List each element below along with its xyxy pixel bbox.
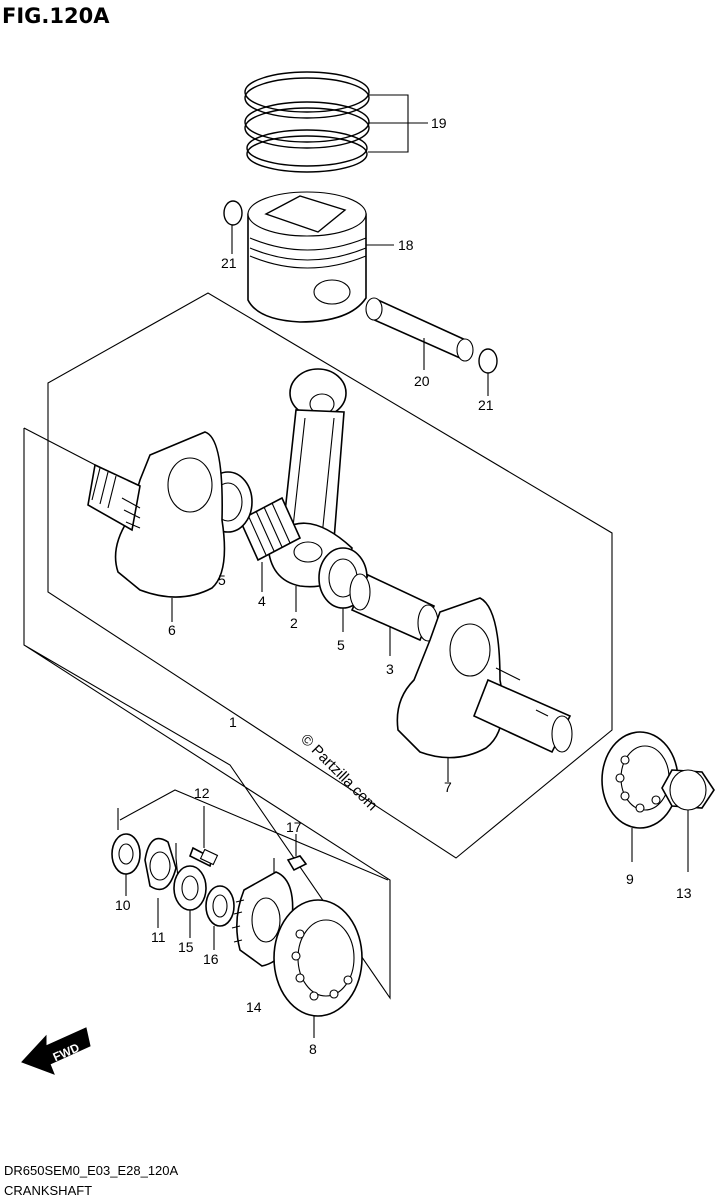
watermark-text: © Partzilla.com	[297, 731, 380, 814]
piston-pin	[365, 297, 474, 370]
callout-12: 12	[194, 785, 210, 801]
callout-7: 7	[444, 779, 452, 795]
callout-19: 19	[431, 115, 447, 131]
callout-18: 18	[398, 237, 414, 253]
oil-pump-gear-bolt	[175, 806, 219, 879]
balancer-gear-plate	[144, 837, 177, 928]
callout-2: 2	[290, 615, 298, 631]
crankshaft-spacer	[173, 865, 207, 938]
crankpin-bearing	[238, 496, 302, 592]
crankshaft-shim	[205, 885, 235, 950]
callout-15: 15	[178, 939, 194, 955]
callout-16: 16	[203, 951, 219, 967]
piston-pin-circlip-left	[223, 200, 243, 254]
forward-direction-arrow: FWD	[21, 1027, 91, 1075]
crankshaft-assembly-box	[23, 292, 613, 1000]
callout-4: 4	[258, 593, 266, 609]
callout-5-left: 5	[218, 572, 226, 588]
crank-pin	[349, 573, 439, 656]
figure-title: FIG.120A	[2, 4, 110, 28]
callout-13: 13	[676, 885, 692, 901]
figure-code: DR650SEM0_E03_E28_120A	[4, 1163, 179, 1178]
piston	[247, 191, 394, 323]
callout-21-right: 21	[478, 397, 494, 413]
crankshaft-spacer-washer	[111, 833, 141, 896]
crankshaft-nut	[661, 769, 715, 872]
crankshaft-left-half	[87, 431, 226, 622]
crankshaft-right-half	[396, 597, 573, 782]
callout-20: 20	[414, 373, 430, 389]
callout-10: 10	[115, 897, 131, 913]
callout-3: 3	[386, 661, 394, 677]
figure-name: CRANKSHAFT	[4, 1183, 93, 1198]
callout-1: 1	[229, 714, 237, 730]
callout-6: 6	[168, 622, 176, 638]
crankshaft-bearing-left	[273, 899, 363, 1038]
callout-21-left: 21	[221, 255, 237, 271]
callout-11: 11	[151, 929, 166, 945]
callout-5-right: 5	[337, 637, 345, 653]
callout-14: 14	[246, 999, 262, 1015]
piston-rings	[244, 71, 428, 173]
callout-9: 9	[626, 871, 634, 887]
callout-17: 17	[286, 819, 302, 835]
crankshaft-bearing-right	[601, 731, 679, 862]
callout-8: 8	[309, 1041, 317, 1057]
piston-pin-circlip-right	[478, 348, 498, 396]
